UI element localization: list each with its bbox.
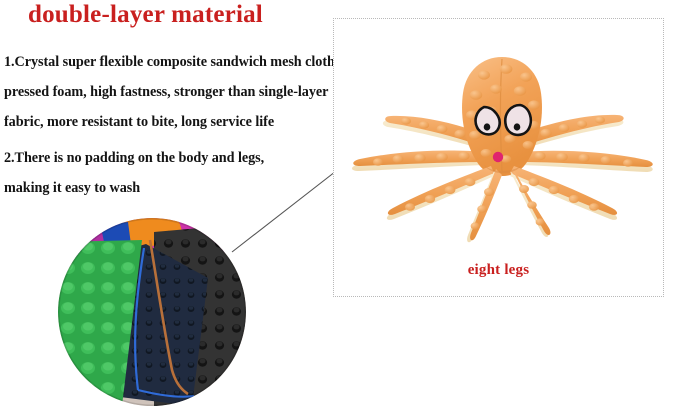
- feature-1-line-3: fabric, more resistant to bite, long ser…: [4, 114, 275, 130]
- feature-1-line-1: 1.Crystal super flexible composite sandw…: [4, 54, 335, 70]
- octopus-toy-illustration: [351, 57, 653, 243]
- feature-2-line-1: 2.There is no padding on the body and le…: [4, 150, 265, 166]
- feature-paragraph-1: 1.Crystal super flexible composite sandw…: [4, 47, 335, 137]
- product-photo-panel: eight legs: [333, 18, 664, 297]
- fabric-detail-inset: [58, 218, 246, 406]
- feature-2-line-2: making it easy to wash: [4, 180, 141, 196]
- feature-paragraph-2: 2.There is no padding on the body and le…: [4, 143, 334, 203]
- photo-caption: eight legs: [467, 262, 530, 278]
- page-title: double-layer material: [28, 1, 263, 28]
- fabric-layers-illustration: [58, 218, 246, 406]
- accent-dot: [492, 151, 504, 163]
- feature-1-line-2: pressed foam, high fastness, stronger th…: [4, 84, 329, 100]
- octopus-eyes: [474, 103, 533, 137]
